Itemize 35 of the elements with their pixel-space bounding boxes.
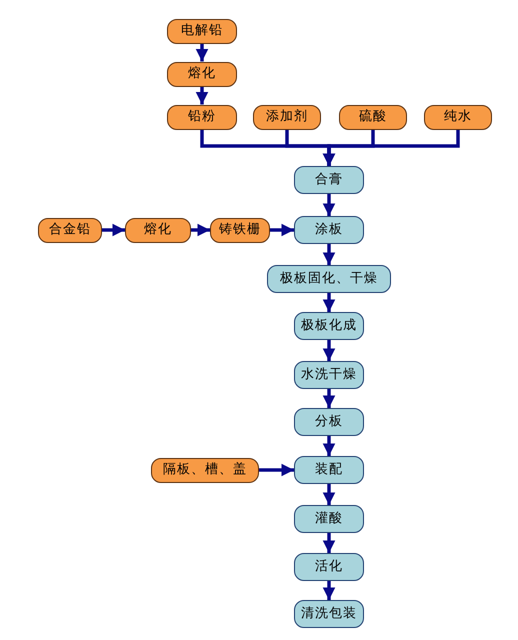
arrow — [322, 244, 336, 265]
process-box: 铸铁栅 — [210, 218, 270, 242]
arrow — [102, 224, 125, 236]
arrow — [259, 464, 294, 476]
arrow — [322, 293, 336, 312]
process-box: 活化 — [294, 553, 364, 581]
process-box: 硫酸 — [339, 104, 407, 130]
arrow — [322, 194, 336, 216]
arrow — [322, 389, 336, 408]
arrow — [322, 533, 336, 553]
process-box: 合金铅 — [38, 218, 102, 242]
process-box: 灌酸 — [294, 505, 364, 533]
arrow — [322, 484, 336, 505]
process-box: 分板 — [294, 408, 364, 436]
arrow — [196, 44, 208, 62]
arrow — [270, 224, 294, 236]
arrow — [196, 86, 208, 104]
process-box: 电解铅 — [167, 18, 237, 44]
process-box: 极板固化、干燥 — [267, 265, 391, 293]
process-box: 清洗包装 — [294, 600, 364, 628]
arrow — [322, 130, 460, 166]
process-box: 熔化 — [125, 218, 191, 242]
process-box: 隔板、槽、盖 — [151, 458, 259, 482]
arrow — [322, 340, 336, 361]
arrow — [322, 436, 336, 456]
process-box: 添加剂 — [253, 104, 321, 130]
process-box: 熔化 — [167, 62, 237, 86]
process-box: 极板化成 — [294, 312, 364, 340]
process-box: 装配 — [294, 456, 364, 484]
process-box: 涂板 — [294, 216, 364, 244]
process-box: 铅粉 — [167, 104, 237, 130]
arrow — [191, 224, 210, 236]
process-box: 水洗干燥 — [294, 361, 364, 389]
process-box: 合膏 — [294, 166, 364, 194]
process-box: 纯水 — [424, 104, 492, 130]
